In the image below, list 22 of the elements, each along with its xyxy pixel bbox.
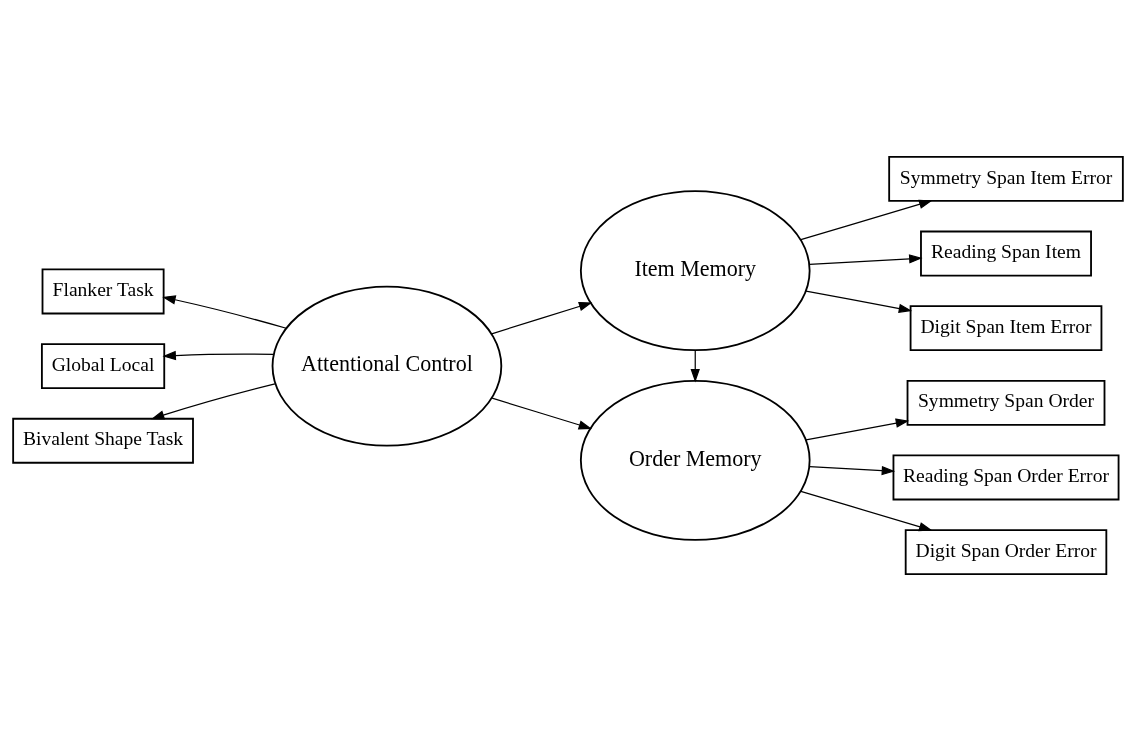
node-box: Reading Span Item [920,230,1092,276]
arrow [690,349,700,383]
node-box: Digit Span Order Error [904,528,1108,575]
node-box: Symmetry Span Order [906,379,1106,426]
node-box: Flanker Task [41,268,165,314]
arrow [808,465,896,475]
arrow [162,350,275,360]
arrow [491,301,593,334]
arrow [491,397,593,429]
node-box: Digit Span Item Error [909,304,1103,351]
arrow [805,290,913,313]
arrow [805,418,910,440]
node-box: Bivalent Shape Task [12,417,194,464]
arrow [808,253,923,265]
node-box: Global Local [41,342,166,389]
arrow [800,490,933,531]
arrow [162,294,287,329]
arrow [800,199,933,240]
node-box: Reading Span Order Error [892,454,1120,500]
node-ellipse: Attentional Control [271,285,503,447]
node-box: Symmetry Span Item Error [888,155,1124,202]
arrow [150,382,276,419]
